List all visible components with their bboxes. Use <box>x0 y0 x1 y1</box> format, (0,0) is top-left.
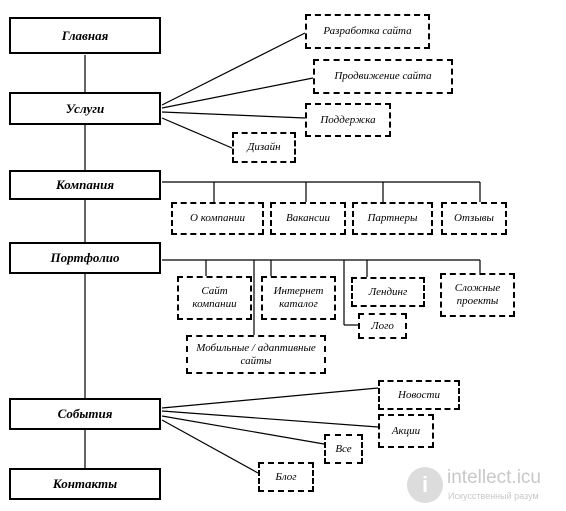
watermark-logo-icon <box>407 467 443 503</box>
node-all: Все <box>324 434 363 464</box>
node-mobile-sites: Мобильные / адаптивные сайты <box>186 335 326 374</box>
node-company: Компания <box>9 170 161 200</box>
node-about: О компании <box>171 202 264 235</box>
node-complex-projects: Сложные проекты <box>440 273 515 317</box>
connector-promotions <box>161 410 379 428</box>
node-contacts: Контакты <box>9 468 161 500</box>
node-landing: Лендинг <box>351 277 425 307</box>
connector-support <box>161 111 306 119</box>
node-services: Услуги <box>9 92 161 125</box>
connector-blog <box>161 419 259 474</box>
connector-design <box>161 117 233 149</box>
node-events: События <box>9 398 161 430</box>
node-partners: Партнеры <box>352 202 433 235</box>
connector-web-dev <box>161 32 306 106</box>
node-news: Новости <box>378 380 460 410</box>
watermark: i intellect.icu Искусственный разум <box>405 463 565 507</box>
node-home: Главная <box>9 17 161 54</box>
connector-all <box>161 415 325 445</box>
watermark-logo-letter: i <box>421 472 429 497</box>
connector-promotion <box>161 77 314 109</box>
node-logo: Лого <box>358 313 407 339</box>
connector-news <box>161 387 379 409</box>
node-blog: Блог <box>258 462 314 492</box>
node-web-dev: Разработка сайта <box>305 14 430 49</box>
node-company-site: Сайт компании <box>177 276 252 320</box>
node-reviews: Отзывы <box>441 202 507 235</box>
node-promotions: Акции <box>378 414 434 448</box>
node-support: Поддержка <box>305 103 391 137</box>
node-promotion: Продвижение сайта <box>313 59 453 94</box>
node-portfolio: Портфолио <box>9 242 161 274</box>
node-design: Дизайн <box>232 132 296 163</box>
node-vacancies: Вакансии <box>270 202 346 235</box>
watermark-tagline: Искусственный разум <box>448 491 539 501</box>
watermark-name: intellect.icu <box>447 467 541 488</box>
node-internet-catalog: Интернет каталог <box>261 276 336 320</box>
